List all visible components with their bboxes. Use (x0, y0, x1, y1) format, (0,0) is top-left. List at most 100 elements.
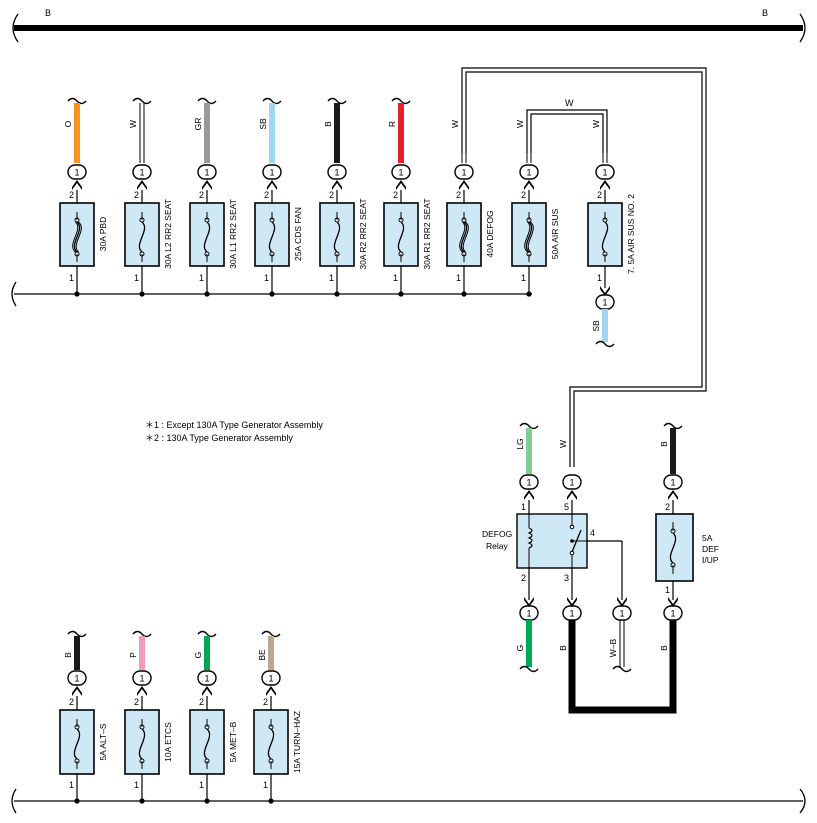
relay-coil-in-connector-label: 1 (526, 478, 531, 488)
lower-ground-bus (11, 788, 806, 814)
relay-pin4-chevron (617, 597, 627, 607)
fuse-3-pin-bottom: 1 (199, 273, 204, 283)
fuse-1-wire-code: O (63, 120, 73, 127)
air-sus-no2-output: 1SB (591, 286, 615, 348)
fuse-2-connector-body (132, 164, 152, 180)
def-fuse-label-3: I/UP (702, 555, 719, 565)
def-fuse-in-chevron (668, 490, 678, 500)
fuse-1-name: 30A PBD (98, 217, 108, 252)
fuse-3-pin-top: 2 (199, 190, 204, 200)
relay-pin4-connector: 1 (612, 605, 632, 621)
fuse-1-symbol-element (73, 221, 81, 253)
fuse-1-pin-top: 2 (69, 190, 74, 200)
air-sus-no2-out-code: SB (591, 320, 601, 332)
fuse-2-symbol-element (138, 221, 146, 253)
relay-pin-2: 2 (521, 573, 526, 583)
def-fuse-in-code: B (659, 441, 669, 447)
fuse-8-connector-body (519, 164, 539, 180)
def-fuse-in-break (663, 422, 683, 430)
relay-coil (527, 527, 533, 549)
top-bus-label-left: B (45, 8, 51, 18)
relay-pin-3: 3 (564, 573, 569, 583)
fuse-6-pin-top: 2 (393, 190, 398, 200)
lower-fuse-1-name: 5A ALT–S (98, 723, 108, 761)
relay-coil-out-connector-label: 1 (526, 609, 531, 619)
relay-pin4-connector-label: 1 (619, 609, 624, 619)
fuse-3-wire-code: GR (193, 118, 203, 131)
relay-pin-5: 5 (564, 502, 569, 512)
fuse-2-name: 30A L2 RR2 SEAT (163, 199, 173, 269)
lower-fuse-2-name: 10A ETCS (163, 722, 173, 762)
lower-fuse-2-pin-top: 2 (134, 697, 139, 707)
fuse-8-connector-label: 1 (526, 168, 531, 178)
fuse-4-wire (269, 103, 275, 163)
relay-coil-in-connector-body (519, 474, 539, 490)
lower-fuse-4-pin-top: 2 (263, 697, 268, 707)
relay-switch-contact-bottom (569, 550, 575, 556)
lower-fuse-3-connector-body (197, 670, 217, 686)
def-fuse-out-connector-body (663, 605, 683, 621)
def-fuse-pin-bottom: 1 (665, 585, 670, 595)
fuse-6-connector-body (391, 164, 411, 180)
fuse-3-connector-body (197, 164, 217, 180)
w-loop-label: W (565, 98, 574, 108)
fuse-2-connector-label: 1 (139, 168, 144, 178)
fuse-9-name: 7. 5A AIR SUS NO. 2 (626, 194, 636, 274)
fuse-9-pin-bottom: 1 (597, 273, 602, 283)
lower-fuse-1-connector-label: 1 (74, 674, 79, 684)
fuse-4-connector: 1 (262, 164, 282, 180)
relay-pin4-out-code: W–B (608, 638, 618, 657)
fuse-9-connector: 1 (595, 164, 615, 180)
def-fuse-label-2: DEF (702, 544, 719, 554)
relay-switch-contact-top (569, 524, 575, 530)
def-fuse-in-connector: 1 (663, 474, 683, 490)
lower-fuse-4-connector: 1 (261, 670, 281, 686)
relay-pin-1: 1 (521, 502, 526, 512)
fuse-4-wire-break (262, 97, 282, 105)
fuse-7-connector: 1 (454, 164, 474, 180)
lower-fuse-1-symbol (73, 724, 81, 764)
w-wire-loops: W (461, 67, 707, 467)
relay-switch-in-connector: 1 (562, 474, 582, 490)
relay-switch-out-connector-label: 1 (569, 609, 574, 619)
lower-fuse-2-connector: 1 (132, 670, 152, 686)
fuse-2-pin-bottom: 1 (134, 273, 139, 283)
lower-fuse-4-wire-break (261, 630, 281, 638)
relay-switch-in-chevron (567, 490, 577, 500)
lower-fuse-4-wire (268, 636, 274, 670)
relay-switch-out-chevron (567, 597, 577, 607)
def-fuse-out-chevron (668, 597, 678, 607)
fuse-7-connector-label: 1 (461, 168, 466, 178)
fuse-1-wire-break (67, 97, 87, 105)
fuse-6-symbol-element (397, 221, 405, 253)
fuse-6-name: 30A R1 RR2 SEAT (422, 198, 432, 269)
relay-switch-tap-dot (570, 539, 574, 543)
lower-fuse-3-wire-code: G (193, 652, 203, 659)
fuse-8-chevron (524, 180, 534, 190)
def-fuse-out-connector: 1 (663, 605, 683, 621)
lower-fuse-3-name: 5A MET–B (228, 721, 238, 762)
relay-switch-out-code: B (558, 645, 568, 651)
relay-pin4-out-break (612, 665, 632, 673)
def-fuse-pin-top: 2 (665, 502, 670, 512)
lower-fuse-4-name: 15A TURN–HAZ (292, 711, 302, 773)
fuse-2-connector: 1 (132, 164, 152, 180)
def-fuse-out-code: B (659, 645, 669, 651)
relay-coil-out-break (519, 665, 539, 673)
note-1: ＊1 : Except 130A Type Generator Assembly (145, 420, 323, 430)
fuse-2-wire-break (132, 97, 152, 105)
relay-coil-in-break (519, 422, 539, 430)
b-ground-loop (568, 620, 677, 714)
relay-switch-in-code: W (558, 440, 568, 448)
fuse-9-wire-code: W (591, 120, 601, 128)
top-bus: B B (12, 8, 806, 43)
lower-fuse-2-wire-code: P (128, 652, 138, 658)
relay-switch-in-connector-body (562, 474, 582, 490)
